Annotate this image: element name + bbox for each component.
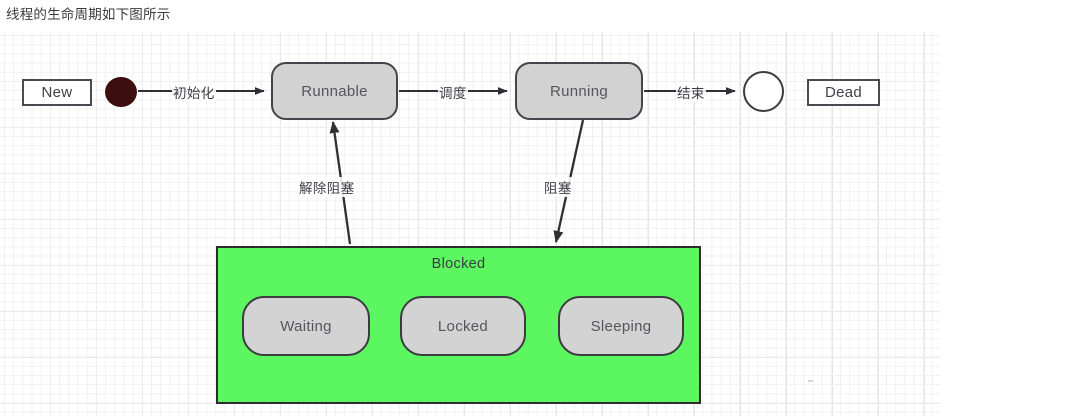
state-node-locked[interactable]: Locked	[400, 296, 526, 356]
start-state-dot[interactable]	[105, 77, 137, 107]
edge-label-schedule: 调度	[438, 82, 468, 102]
edge-label-block: 阻塞	[543, 177, 573, 197]
state-node-waiting-label: Waiting	[280, 317, 332, 335]
edge-label-finish: 结束	[676, 82, 706, 102]
edge-label-init: 初始化	[172, 82, 216, 102]
edge-label-unblock: 解除阻塞	[298, 177, 356, 197]
state-node-sleeping[interactable]: Sleeping	[558, 296, 684, 356]
state-node-runnable-label: Runnable	[301, 82, 368, 100]
state-node-runnable[interactable]: Runnable	[271, 62, 398, 120]
state-group-blocked-title: Blocked	[431, 256, 486, 272]
state-node-running[interactable]: Running	[515, 62, 643, 120]
canvas-stray-mark	[808, 380, 813, 382]
state-node-running-label: Running	[550, 82, 608, 100]
diagram-canvas: New Runnable Running Dead 初始化 调度 结束 阻塞 解…	[0, 32, 940, 416]
label-box-dead-text: Dead	[824, 84, 863, 101]
label-box-new-text: New	[41, 84, 73, 101]
label-box-dead[interactable]: Dead	[807, 79, 880, 106]
state-node-sleeping-label: Sleeping	[590, 317, 652, 335]
state-node-waiting[interactable]: Waiting	[242, 296, 370, 356]
page-caption: 线程的生命周期如下图所示	[6, 7, 171, 22]
label-box-new[interactable]: New	[22, 79, 92, 106]
state-group-blocked[interactable]: Blocked Waiting Locked Sleeping	[216, 246, 701, 404]
end-state-circle[interactable]	[743, 71, 784, 112]
state-node-locked-label: Locked	[437, 317, 489, 335]
